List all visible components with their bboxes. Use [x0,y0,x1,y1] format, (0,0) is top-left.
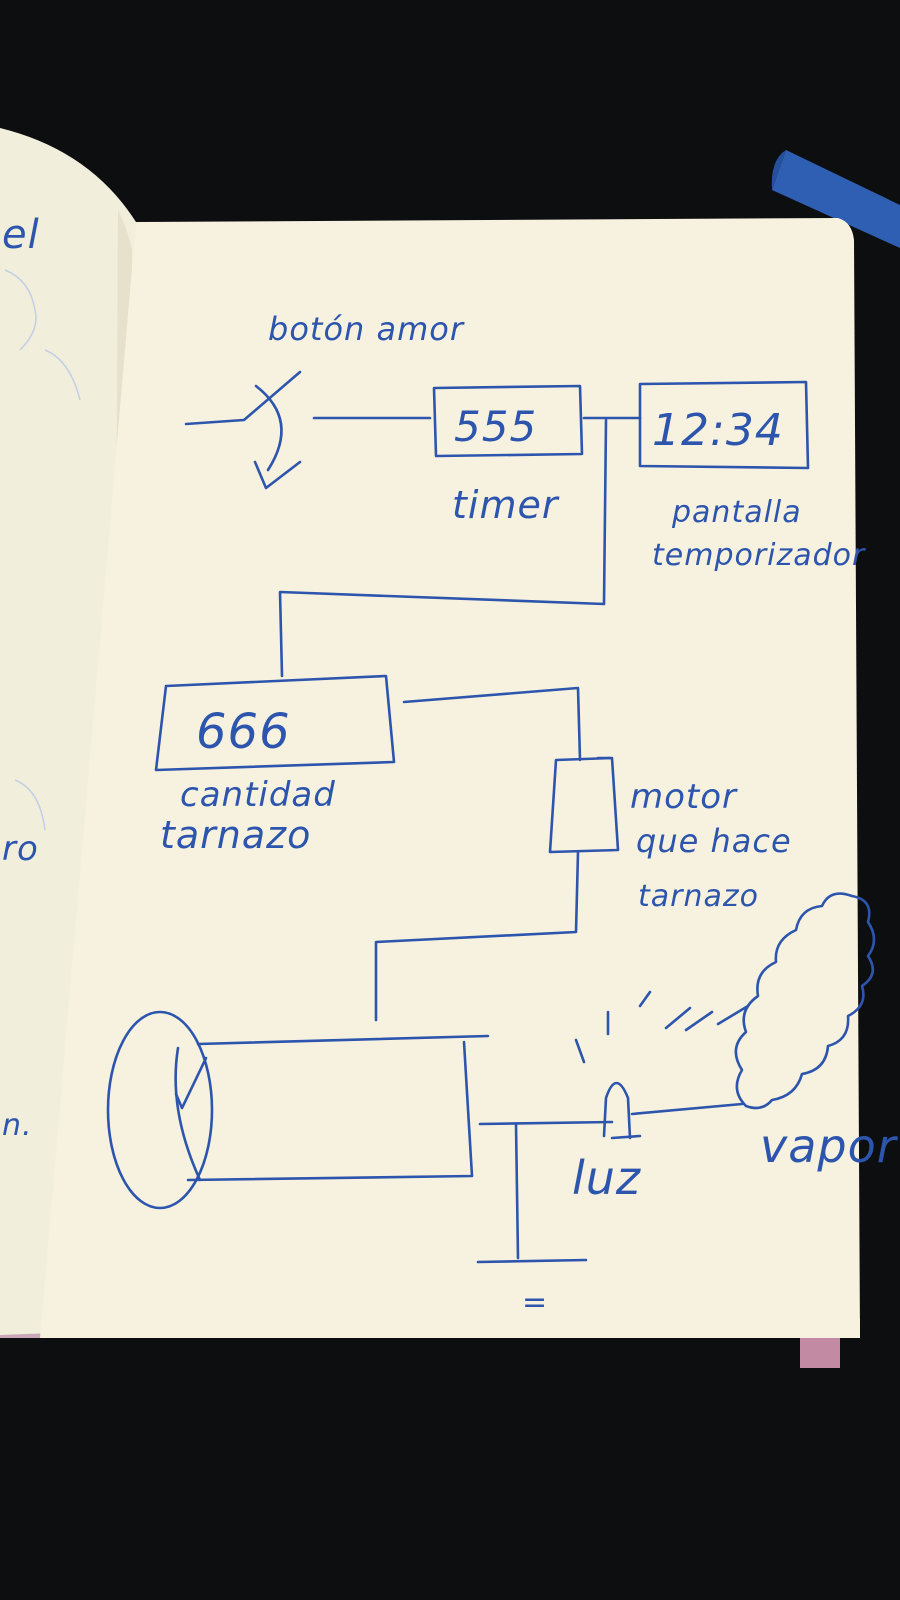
motor-label-line1: motor [630,777,738,817]
motor-label-line3: tarnazo [638,879,759,914]
clock-display-box [638,380,810,470]
left-page-fragment-lower: n. [2,1108,33,1143]
faint-left-scribble [4,269,81,831]
button-label: botón amor [268,310,465,348]
ground-wire [476,1122,588,1264]
motor-box [548,756,620,854]
clock-label-line1: pantalla [671,495,802,530]
timer-label: timer [452,483,560,527]
blue-marker [771,150,900,248]
ground-mark: = [522,1285,548,1320]
steam-label: vapor [760,1119,899,1173]
steam-cloud [734,892,876,1110]
counter-label-line1: cantidad [180,775,336,815]
counter-display: 666 [196,704,291,760]
right-page [40,218,860,1338]
wire-motor-to-drum [374,850,580,1022]
counter-box [154,674,396,772]
clock-display: 12:34 [652,405,784,456]
button-switch-symbol [184,370,432,490]
wire-counter-to-motor [402,686,582,762]
timer-box [432,384,642,458]
counter-label-line2: tarnazo [160,813,311,857]
wire-light-to-steam [630,1102,744,1116]
left-page-fragment-middle: ro [2,829,39,869]
motor-label-line2: que hace [636,822,792,860]
timer-display: 555 [454,402,537,451]
light-bulb-symbol [574,990,750,1140]
wire-timer-to-counter [278,418,608,678]
light-label: luz [572,1151,641,1205]
left-page-fragment-top: el [2,212,40,258]
wire-drum-to-light [478,1120,614,1126]
clock-label-line2: temporizador [652,538,866,573]
drum-cylinder [106,1010,490,1210]
